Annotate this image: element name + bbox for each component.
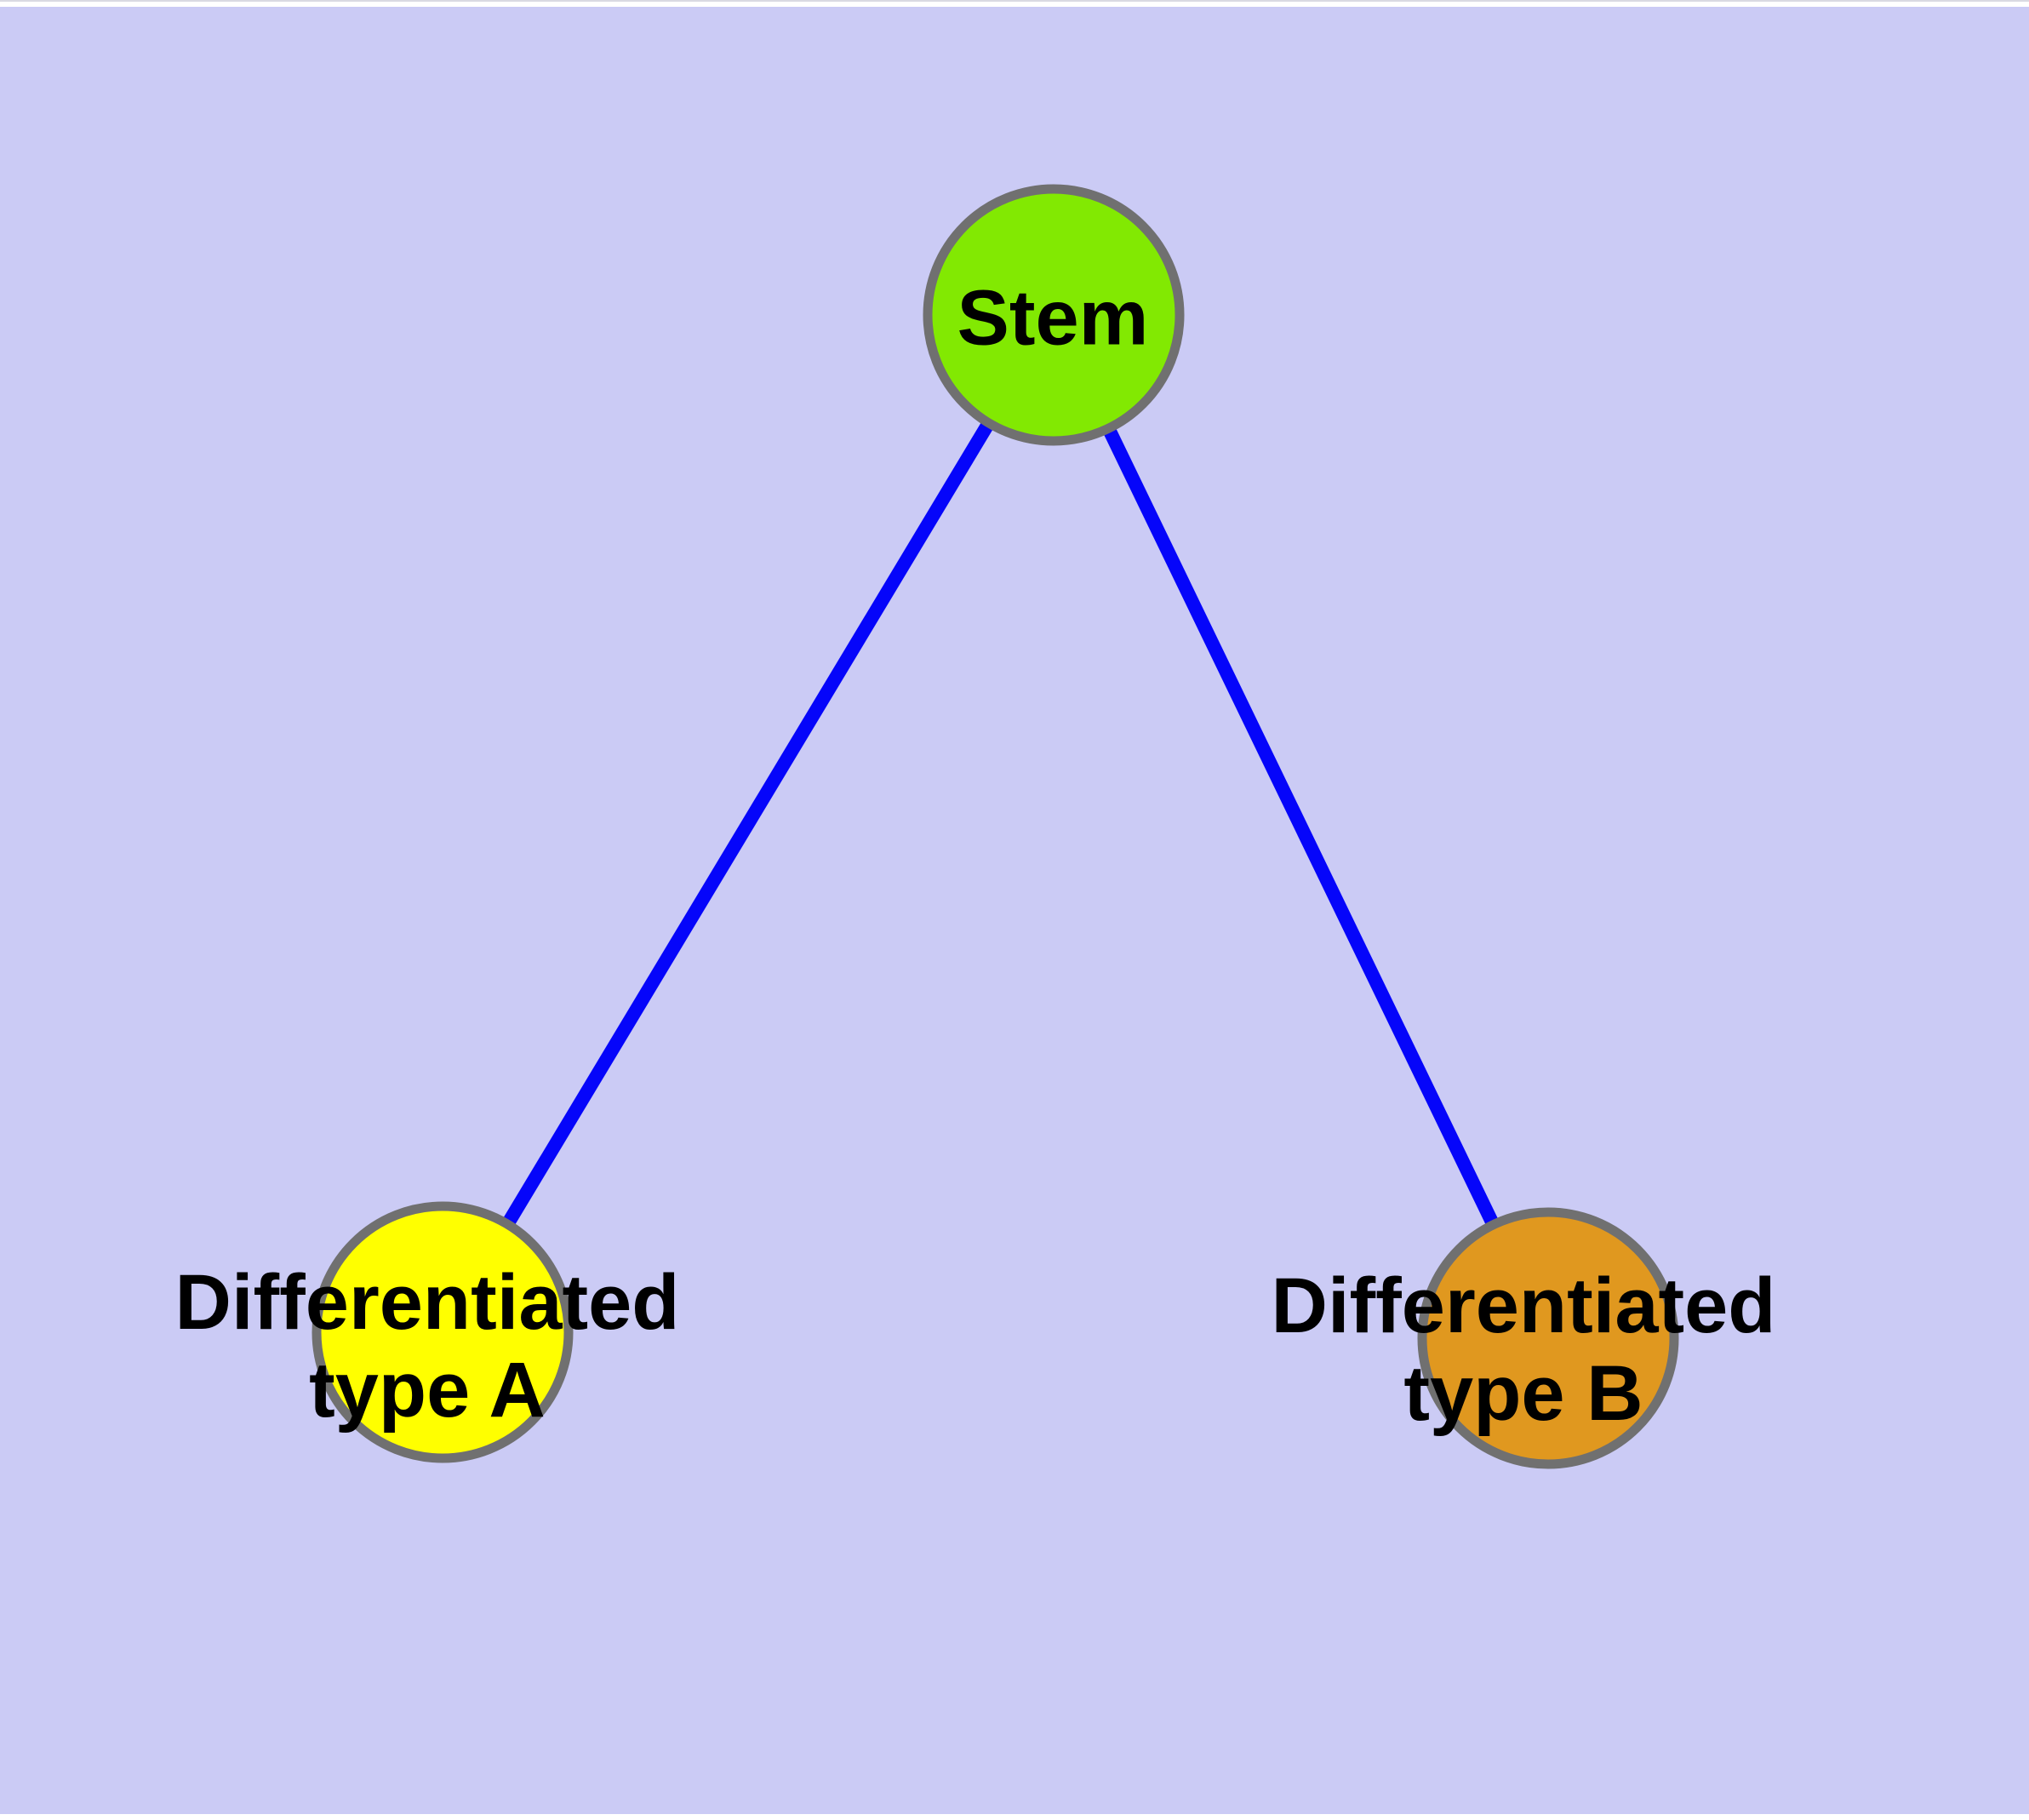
top-hairline [0,0,2029,2]
edge-stem-diff-type-a [437,311,1060,1336]
edge-layer [437,311,1555,1342]
graph-svg [311,184,1679,1469]
node-diff-type-a[interactable] [311,1201,574,1463]
node-diff-type-b[interactable] [1417,1207,1679,1469]
graph-canvas [0,7,2029,1814]
node-layer [311,184,1679,1469]
edge-stem-diff-type-b [1047,312,1555,1342]
node-stem[interactable] [923,184,1185,446]
